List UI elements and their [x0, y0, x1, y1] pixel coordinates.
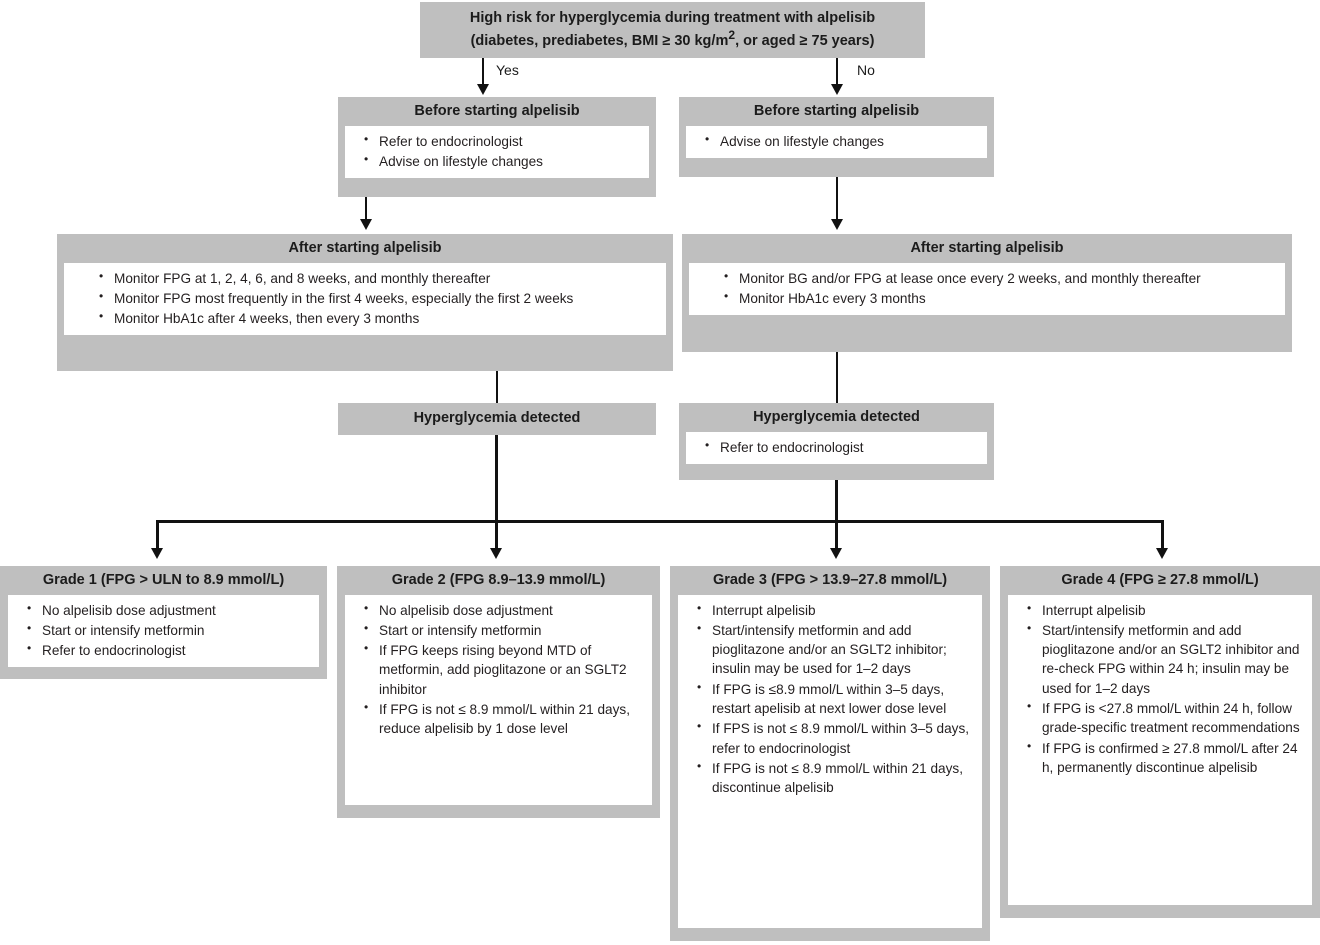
left-before-starting-list: Refer to endocrinologist Advise on lifes… [349, 131, 645, 172]
grade-4-node: Grade 4 (FPG ≥ 27.8 mmol/L) Interrupt al… [1000, 566, 1320, 918]
connector-root-to-left-before [482, 58, 484, 86]
arrow-right-before-to-after [831, 219, 843, 230]
list-item: If FPG is not ≤ 8.9 mmol/L within 21 day… [364, 699, 642, 739]
list-item: If FPS is not ≤ 8.9 mmol/L within 3–5 da… [697, 718, 972, 758]
right-after-starting-body: Monitor BG and/or FPG at lease once ever… [689, 262, 1285, 316]
grade-3-node: Grade 3 (FPG > 13.9–27.8 mmol/L) Interru… [670, 566, 990, 941]
grade-distribution-bus [156, 520, 1164, 523]
left-after-starting-title: After starting alpelisib [288, 240, 442, 256]
connector-right-detected-to-bus [835, 480, 838, 522]
grade-2-title: Grade 2 (FPG 8.9–13.9 mmol/L) [391, 572, 606, 588]
list-item: If FPG keeps rising beyond MTD of metfor… [364, 640, 642, 699]
connector-right-before-to-after [836, 177, 838, 221]
list-item: Start or intensify metformin [27, 620, 309, 640]
right-hyperglycemia-detected-body: Refer to endocrinologist [686, 431, 987, 464]
left-hyperglycemia-detected-node: Hyperglycemia detected [338, 403, 656, 435]
right-after-starting-list: Monitor BG and/or FPG at lease once ever… [709, 268, 1271, 309]
right-after-starting-title: After starting alpelisib [910, 240, 1064, 256]
right-before-starting-title: Before starting alpelisib [753, 103, 920, 119]
right-before-starting-node: Before starting alpelisib Advise on life… [679, 97, 994, 177]
connector-left-before-to-after [365, 197, 367, 221]
list-item: If FPG is <27.8 mmol/L within 24 h, foll… [1027, 698, 1302, 738]
arrow-left-before-to-after [360, 219, 372, 230]
list-item: No alpelisib dose adjustment [27, 600, 309, 620]
list-item: Monitor FPG at 1, 2, 4, 6, and 8 weeks, … [99, 268, 646, 288]
list-item: Refer to endocrinologist [364, 131, 639, 151]
list-item: Advise on lifestyle changes [705, 131, 977, 151]
list-item: Interrupt alpelisib [697, 600, 972, 620]
list-item: Refer to endocrinologist [27, 640, 309, 660]
grade-2-node: Grade 2 (FPG 8.9–13.9 mmol/L) No alpelis… [337, 566, 660, 818]
grade-4-title: Grade 4 (FPG ≥ 27.8 mmol/L) [1061, 572, 1259, 588]
list-item: Advise on lifestyle changes [364, 151, 639, 171]
list-item: Monitor FPG most frequently in the first… [99, 288, 646, 308]
grade-4-body: Interrupt alpelisib Start/intensify metf… [1008, 594, 1312, 905]
list-item: Refer to endocrinologist [705, 437, 977, 457]
arrow-root-to-right-before [831, 84, 843, 95]
grade-3-body: Interrupt alpelisib Start/intensify metf… [678, 594, 982, 928]
arrow-bus-to-grade-4 [1156, 548, 1168, 559]
list-item: Monitor HbA1c after 4 weeks, then every … [99, 308, 646, 328]
list-item: Interrupt alpelisib [1027, 600, 1302, 620]
left-after-starting-node: After starting alpelisib Monitor FPG at … [57, 234, 673, 371]
arrow-root-to-left-before [477, 84, 489, 95]
arrow-bus-to-grade-2 [490, 548, 502, 559]
left-before-starting-node: Before starting alpelisib Refer to endoc… [338, 97, 656, 197]
arrow-bus-to-grade-3 [830, 548, 842, 559]
grade-2-list: No alpelisib dose adjustment Start or in… [349, 600, 648, 739]
right-after-starting-node: After starting alpelisib Monitor BG and/… [682, 234, 1292, 352]
grade-1-body: No alpelisib dose adjustment Start or in… [8, 594, 319, 668]
list-item: Monitor HbA1c every 3 months [724, 288, 1265, 308]
list-item: Start/intensify metformin and add piogli… [1027, 620, 1302, 698]
branch-label-no: No [857, 62, 875, 78]
connector-left-after-to-detected [496, 371, 498, 403]
list-item: Start or intensify metformin [364, 620, 642, 640]
connector-root-to-right-before [836, 58, 838, 86]
left-hyperglycemia-detected-title: Hyperglycemia detected [413, 410, 581, 426]
root-line-1: High risk for hyperglycemia during treat… [469, 10, 876, 26]
grade-2-body: No alpelisib dose adjustment Start or in… [345, 594, 652, 805]
left-before-starting-title: Before starting alpelisib [414, 103, 580, 119]
arrow-bus-to-grade-1 [151, 548, 163, 559]
root-line-2-pre: (diabetes, prediabetes, BMI ≥ 30 kg/m [470, 32, 729, 49]
connector-bus-to-grade-4 [1161, 520, 1164, 550]
root-line-2-sup: 2 [728, 27, 736, 42]
list-item: Monitor BG and/or FPG at lease once ever… [724, 268, 1265, 288]
right-hyperglycemia-detected-node: Hyperglycemia detected Refer to endocrin… [679, 403, 994, 480]
root-node-title: High risk for hyperglycemia during treat… [420, 2, 925, 55]
root-line-2-post: , or aged ≥ 75 years) [735, 32, 875, 49]
branch-label-yes: Yes [496, 62, 519, 78]
grade-1-title: Grade 1 (FPG > ULN to 8.9 mmol/L) [42, 572, 285, 588]
right-hyperglycemia-detected-list: Refer to endocrinologist [690, 437, 983, 457]
left-after-starting-list: Monitor FPG at 1, 2, 4, 6, and 8 weeks, … [84, 268, 652, 329]
grade-1-list: No alpelisib dose adjustment Start or in… [12, 600, 315, 661]
list-item: If FPG is not ≤ 8.9 mmol/L within 21 day… [697, 758, 972, 798]
list-item: If FPG is ≤8.9 mmol/L within 3–5 days, r… [697, 679, 972, 719]
root-node-high-risk: High risk for hyperglycemia during treat… [420, 2, 925, 58]
list-item: Start/intensify metformin and add piogli… [697, 620, 972, 679]
grade-3-list: Interrupt alpelisib Start/intensify metf… [682, 600, 978, 798]
connector-bus-to-grade-3 [835, 520, 838, 550]
list-item: If FPG is confirmed ≥ 27.8 mmol/L after … [1027, 738, 1302, 778]
list-item: No alpelisib dose adjustment [364, 600, 642, 620]
right-hyperglycemia-detected-title: Hyperglycemia detected [753, 409, 920, 425]
right-before-starting-list: Advise on lifestyle changes [690, 131, 983, 151]
connector-right-after-to-detected [836, 352, 838, 403]
grade-4-list: Interrupt alpelisib Start/intensify metf… [1012, 600, 1308, 778]
connector-bus-to-grade-2 [495, 520, 498, 550]
grade-1-node: Grade 1 (FPG > ULN to 8.9 mmol/L) No alp… [0, 566, 327, 679]
left-after-starting-body: Monitor FPG at 1, 2, 4, 6, and 8 weeks, … [64, 262, 666, 336]
connector-left-detected-to-bus [495, 435, 498, 522]
grade-3-title: Grade 3 (FPG > 13.9–27.8 mmol/L) [712, 572, 948, 588]
connector-bus-to-grade-1 [156, 520, 159, 550]
right-before-starting-body: Advise on lifestyle changes [686, 125, 987, 158]
left-before-starting-body: Refer to endocrinologist Advise on lifes… [345, 125, 649, 179]
